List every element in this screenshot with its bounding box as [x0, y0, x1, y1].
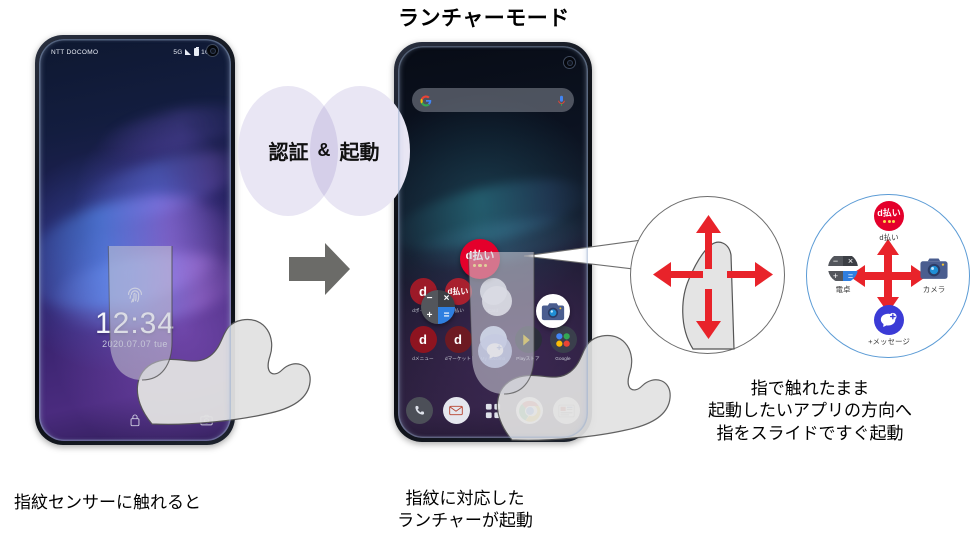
caption-left: 指紋センサーに触れると [14, 493, 201, 512]
app-item[interactable]: Playストア [511, 326, 545, 362]
d-pay-icon[interactable]: d払い [460, 239, 500, 279]
venn-label-launch: 起動 [339, 142, 380, 164]
caption-center: 指紋に対応した ランチャーが起動 [397, 489, 533, 531]
mail-icon[interactable] [442, 397, 470, 424]
app-label: d払い [451, 308, 465, 313]
d-menu-icon: d [409, 326, 437, 353]
plus-message-icon [874, 305, 904, 335]
app-label: Google [555, 356, 571, 361]
ring-item-bottom[interactable]: +メッセージ [862, 305, 916, 347]
page-title: ランチャーモード [398, 7, 570, 30]
ring-item-left[interactable]: − × + = 電卓 [816, 253, 870, 295]
network-label: 5G [173, 48, 183, 56]
play-store-icon [514, 326, 542, 353]
calculator-icon: − × + = [828, 253, 858, 283]
d-pay-label: d払い [465, 249, 495, 262]
lock-date: 2020.07.07 tue [102, 339, 168, 349]
microphone-icon[interactable] [557, 94, 566, 106]
venn-circle-right [310, 86, 410, 216]
venn-ampersand: & [317, 140, 331, 160]
chrome-icon[interactable] [516, 397, 544, 424]
app-item[interactable]: d dメニュー [406, 326, 440, 362]
carrier-label: NTT DOCOMO [51, 48, 99, 56]
google-g-icon [420, 94, 432, 107]
ring-label-top: d払い [879, 233, 899, 242]
venn-label-auth: 認証 [268, 142, 309, 164]
app-label: dマーケット [444, 356, 472, 361]
app-label: Playストア [516, 356, 540, 361]
lock-clock: 12:34 [94, 307, 176, 340]
dock-bar [406, 397, 580, 424]
ring-label-bottom: +メッセージ [868, 337, 910, 346]
launcher-ring-diagram: d払い d払い − × + = 電卓 [806, 194, 970, 358]
phone-icon[interactable] [406, 397, 433, 424]
venn-labels: 認証 & 起動 [238, 136, 410, 165]
app-item[interactable]: Google [546, 326, 580, 362]
app-drawer-icon[interactable] [480, 397, 507, 424]
caption-right: 指で触れたまま 起動したいアプリの方向へ 指をスライドですぐ起動 [708, 379, 912, 443]
battery-full-icon [193, 47, 199, 56]
ring-label-right: カメラ [922, 285, 946, 294]
news-icon[interactable] [553, 397, 580, 424]
app-label: dメニュー [412, 356, 434, 361]
camera-icon[interactable] [200, 413, 213, 431]
camera-icon [919, 253, 949, 283]
calculator-icon[interactable]: −× += [421, 290, 455, 324]
my-docomo-icon[interactable] [482, 286, 512, 316]
google-folder-icon [549, 326, 577, 353]
punch-hole-camera-icon [563, 56, 576, 69]
google-search-bar[interactable] [412, 88, 574, 112]
arrow-group [653, 215, 773, 339]
plus-message-icon[interactable] [478, 334, 512, 368]
phone-lock-screen: NTT DOCOMO 5G 100% [35, 35, 235, 445]
status-bar: NTT DOCOMO 5G 100% [39, 46, 231, 58]
venn-diagram: 認証 & 起動 [238, 86, 410, 216]
ring-item-top[interactable]: d払い d払い [862, 201, 916, 243]
lock-icon[interactable] [129, 413, 142, 432]
ring-label-left: 電卓 [835, 285, 851, 294]
punch-hole-camera-icon [206, 44, 219, 57]
right-arrow-icon [289, 241, 351, 302]
signal-bars-icon [185, 49, 192, 55]
d-pay-icon: d払い [874, 201, 904, 231]
d-market-icon: d [444, 326, 472, 353]
lock-wallpaper [39, 39, 231, 441]
ring-item-right[interactable]: カメラ [907, 253, 961, 295]
camera-icon[interactable] [536, 294, 570, 328]
fingerprint-icon[interactable] [124, 285, 146, 307]
app-item[interactable]: d dマーケット [441, 326, 475, 362]
magnifier-circle [630, 196, 785, 354]
magnifier-connector [523, 239, 644, 291]
